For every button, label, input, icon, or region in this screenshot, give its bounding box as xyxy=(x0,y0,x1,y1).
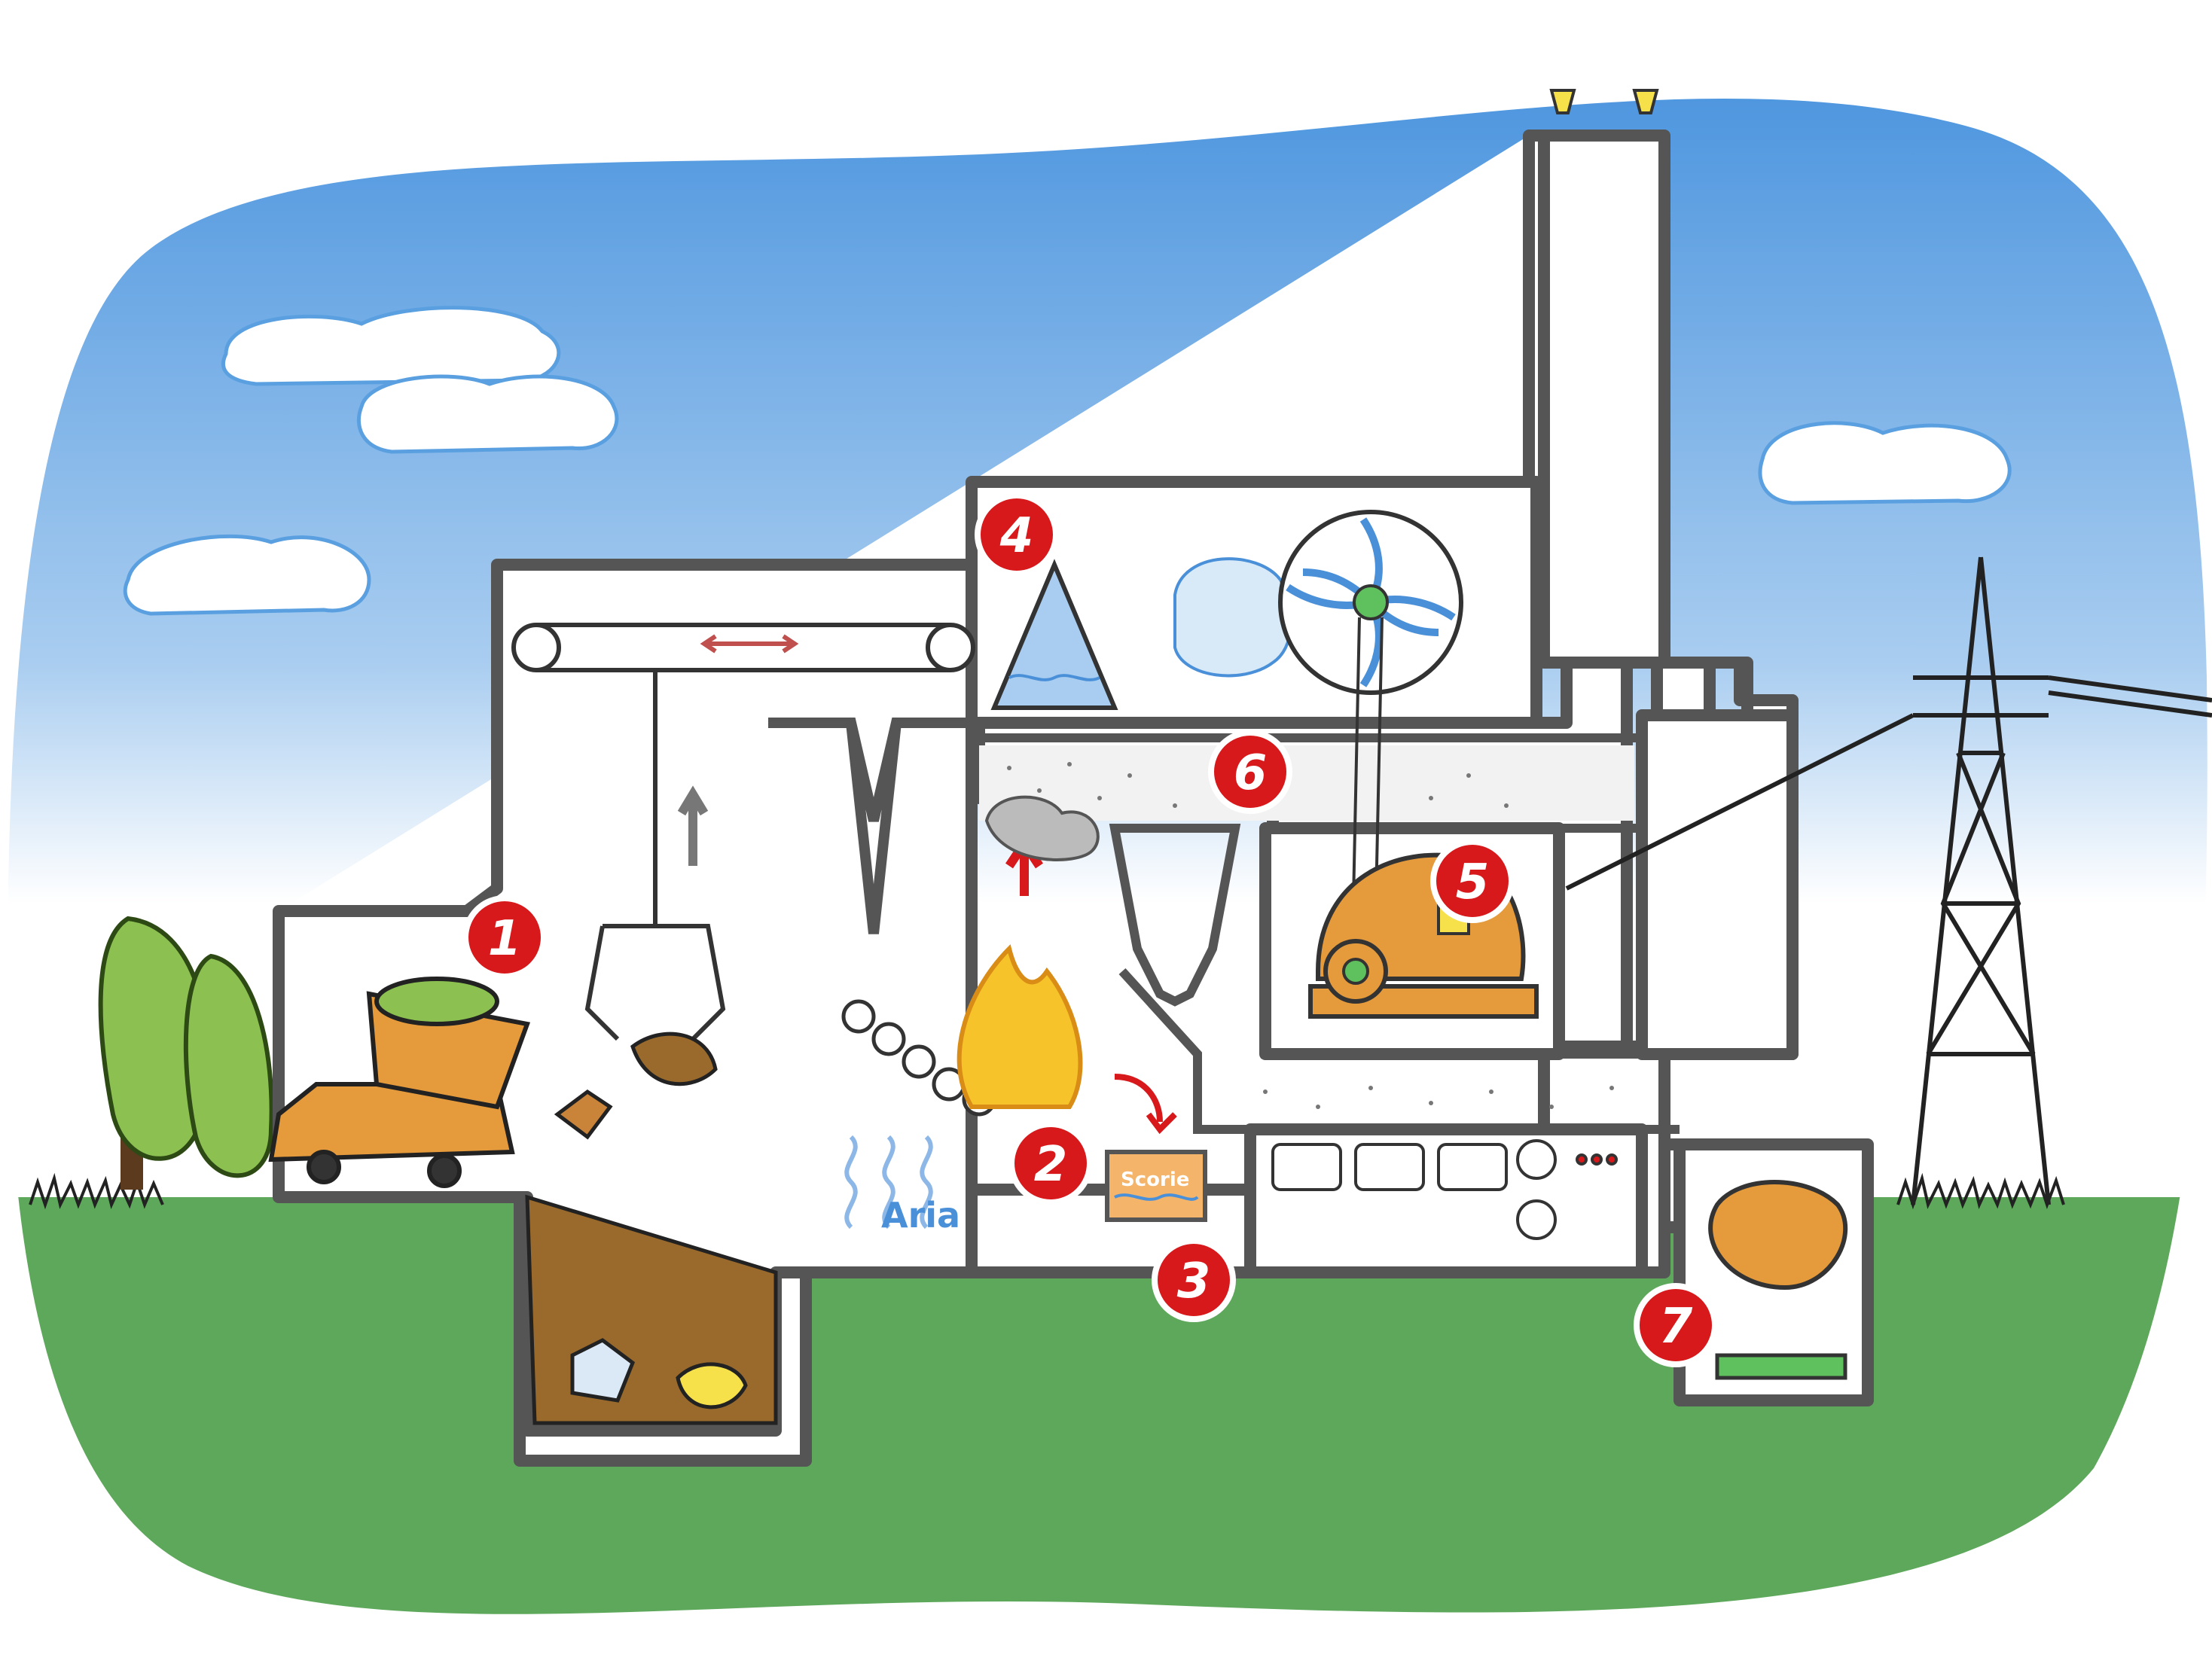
slag-label: Scorie xyxy=(1121,1169,1189,1191)
marker-6: 6 xyxy=(1211,733,1289,811)
svg-text:3: 3 xyxy=(1177,1254,1211,1309)
svg-text:4: 4 xyxy=(999,508,1034,564)
marker-2: 2 xyxy=(1011,1124,1090,1202)
svg-text:1: 1 xyxy=(488,911,522,967)
svg-text:6: 6 xyxy=(1234,745,1268,801)
marker-3: 3 xyxy=(1155,1241,1233,1319)
marker-4: 4 xyxy=(978,495,1056,574)
condensation-tower xyxy=(1642,715,1792,1054)
steam-cloud xyxy=(1175,559,1291,675)
marker-5: 5 xyxy=(1433,842,1512,920)
marker-1: 1 xyxy=(465,898,544,977)
chimney xyxy=(1544,136,1664,663)
marker-7: 7 xyxy=(1637,1286,1715,1364)
svg-text:7: 7 xyxy=(1659,1299,1693,1355)
svg-text:2: 2 xyxy=(1034,1137,1068,1193)
cloud-right xyxy=(1760,423,2009,503)
cloud-left-low xyxy=(125,536,369,614)
svg-text:5: 5 xyxy=(1456,855,1490,910)
cloud-left-top xyxy=(223,308,558,384)
air-label: Aria xyxy=(881,1195,960,1236)
cloud-left-middle xyxy=(358,376,617,452)
